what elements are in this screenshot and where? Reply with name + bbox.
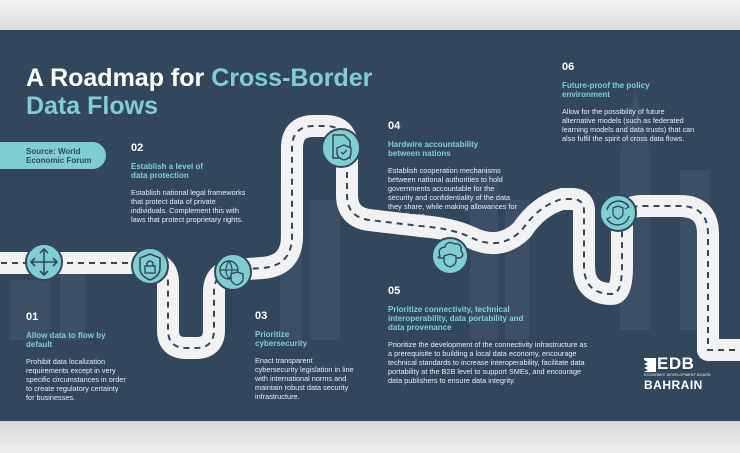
source-label: Source: World Economic Forum [26,147,92,165]
logo-country: BAHRAIN [644,378,703,392]
step-number: 02 [131,142,144,154]
step-number: 05 [388,285,401,297]
step-body: Establish cooperation mechanisms between… [388,166,517,220]
arrows-move-icon [25,243,63,281]
step-heading: Establish a level of data protection [131,162,204,180]
step-body: Allow for the possibility of future alte… [562,107,695,143]
edb-bahrain-logo: EDB ECONOMIC DEVELOPMENT BOARD BAHRAIN [644,354,724,398]
step-03: 03 Prioritize cybersecurity Enact transp… [255,310,355,401]
step-heading: Hardwire accountability between nations [388,140,479,158]
step-06: 06 Future-proof the policy environment A… [562,61,696,143]
step-number: 01 [26,311,39,323]
logo-subtitle: ECONOMIC DEVELOPMENT BOARD [644,373,711,377]
source-badge: Source: World Economic Forum [0,142,106,169]
logo-name: EDB [657,354,695,373]
step-number: 04 [388,120,401,132]
step-heading: Future-proof the policy environment [562,81,650,99]
step-05: 05 Prioritize connectivity, technical in… [388,285,588,385]
top-border [0,0,740,30]
step-body: Prohibit data localization requirements … [26,357,126,402]
step-number: 06 [562,61,575,73]
step-heading: Prioritize cybersecurity [255,330,308,348]
bottom-border [0,421,740,453]
step-body: Prioritize the development of the connec… [388,340,588,385]
document-shield-icon [321,128,361,168]
step-04: 04 Hardwire accountability between natio… [388,120,520,220]
step-heading: Allow data to flow by default [26,331,106,349]
cloud-shield-icon [431,237,469,275]
step-01: 01 Allow data to flow by default Prohibi… [26,311,126,402]
step-heading: Prioritize connectivity, technical inter… [388,305,524,332]
roadmap-road [0,115,740,361]
globe-shield-icon [214,253,252,291]
road-center-line [0,125,740,351]
step-number: 03 [255,310,268,322]
step-body: Enact transparent cybersecurity legislat… [255,356,354,401]
edb-mark-icon [644,358,656,372]
step-body: Establish national legal frameworks that… [131,188,246,224]
refresh-shield-icon [599,194,637,232]
step-02: 02 Establish a level of data protection … [131,142,251,224]
shield-lock-icon [131,247,169,285]
